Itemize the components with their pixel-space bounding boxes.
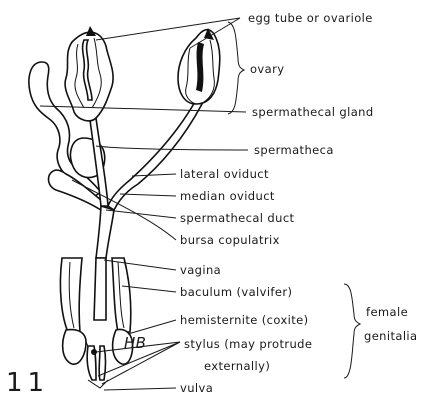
label-vulva: vulva <box>180 381 213 395</box>
median-oviduct <box>96 206 114 258</box>
right-ovary <box>178 28 220 104</box>
label-baculum: baculum (valvifer) <box>180 285 292 299</box>
label-hemisternite: hemisternite (coxite) <box>180 313 309 327</box>
right-baculum <box>112 258 131 332</box>
label-female: female <box>366 305 408 319</box>
svg-text:HB: HB <box>124 334 146 352</box>
figure-number: 11 <box>6 368 49 398</box>
label-spermatheca: spermatheca <box>254 143 334 157</box>
hemisternites <box>63 329 133 364</box>
label-spermathecal-gland: spermathecal gland <box>252 105 374 119</box>
label-egg-tube: egg tube or ovariole <box>248 11 373 25</box>
label-bursa-copulatrix: bursa copulatrix <box>180 233 280 247</box>
left-baculum <box>60 258 82 332</box>
label-spermathecal-duct: spermathecal duct <box>180 211 295 225</box>
label-stylus-line-1: stylus (may protrude <box>184 337 312 351</box>
label-lateral-oviduct: lateral oviduct <box>180 167 269 181</box>
label-vagina: vagina <box>180 263 221 277</box>
vulva <box>88 380 108 388</box>
label-ovary: ovary <box>250 62 284 76</box>
label-genitalia: genitalia <box>364 329 417 343</box>
label-median-oviduct: median oviduct <box>180 189 275 203</box>
vagina <box>94 258 106 320</box>
artist-signature: HB <box>124 334 146 352</box>
label-stylus-line-2: externally) <box>204 359 270 373</box>
